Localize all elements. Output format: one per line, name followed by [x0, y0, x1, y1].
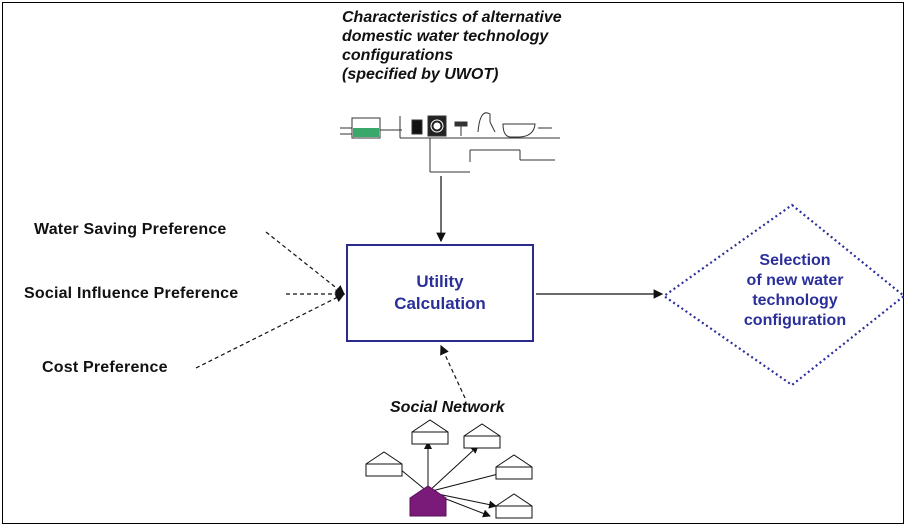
cost-preference-label: Cost Preference: [42, 359, 168, 376]
caption-line: configurations: [342, 47, 454, 64]
house-icon: [463, 423, 501, 449]
house-icon: [365, 451, 403, 477]
house-icon: [495, 454, 533, 480]
house-icon: [411, 419, 449, 445]
center-house-icon: [409, 485, 447, 517]
social-network-graph: [365, 419, 533, 519]
selection-line: technology: [752, 292, 838, 309]
selection-line: of new water: [746, 272, 844, 289]
water-technology-schematic: [340, 112, 560, 173]
utility-label: Utility: [416, 272, 464, 291]
arrow-network-to-utility: [440, 344, 466, 399]
arrow-water-saving: [265, 231, 345, 295]
selection-line: Selection: [759, 252, 831, 269]
arrow-cost: [195, 293, 346, 369]
caption-line: domestic water technology: [342, 28, 549, 45]
connectors: [195, 176, 664, 399]
utility-calculation-box: Utility Calculation: [346, 244, 534, 342]
house-icon: [495, 493, 533, 519]
social-network-label: Social Network: [390, 399, 505, 416]
caption-line: (specified by UWOT): [342, 66, 499, 83]
social-influence-preference-label: Social Influence Preference: [24, 285, 239, 302]
selection-diamond: [662, 203, 906, 387]
technology-caption: Characteristics of alternative domestic …: [342, 8, 562, 84]
water-saving-preference-label: Water Saving Preference: [34, 221, 227, 238]
calculation-label: Calculation: [394, 294, 486, 313]
selection-line: configuration: [743, 312, 847, 329]
caption-line: Characteristics of alternative: [342, 9, 562, 26]
selection-label: Selection of new water technology config…: [730, 251, 860, 331]
